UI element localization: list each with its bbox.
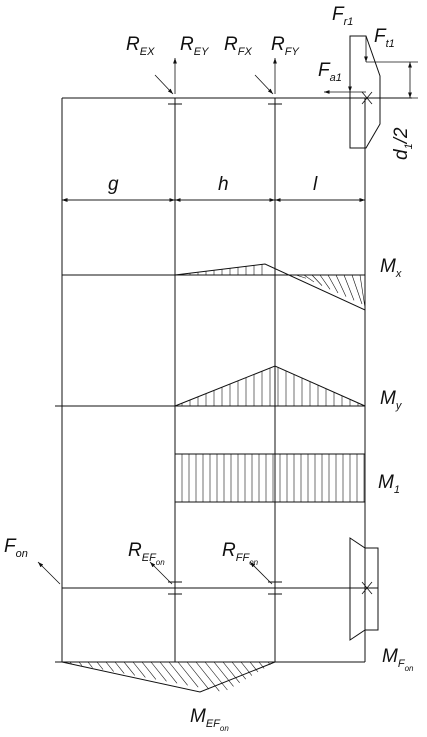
m1-label: M1 xyxy=(378,472,400,496)
mx-diagram xyxy=(174,263,366,311)
bearing-marks-top xyxy=(168,97,282,105)
bottom-force-arrows xyxy=(37,561,273,585)
top-reaction-arrows xyxy=(154,58,277,95)
gear-top xyxy=(324,35,418,149)
rex-label: REX xyxy=(126,34,155,58)
mef-on-label: MEFon xyxy=(190,706,229,733)
fon-label: Fon xyxy=(4,536,28,560)
fr1-label: Fr1 xyxy=(332,4,353,28)
rey-label: REY xyxy=(180,34,209,58)
rfx-label: RFX xyxy=(224,34,252,58)
ft1-label: Ft1 xyxy=(374,26,395,50)
rfy-label: RFY xyxy=(271,34,299,58)
dim-g-label: g xyxy=(108,174,119,195)
ref-on-label: REFon xyxy=(128,540,165,567)
my-label: My xyxy=(380,388,403,412)
gear-bottom xyxy=(349,537,379,641)
mx-label: Mx xyxy=(380,256,402,280)
my-diagram xyxy=(174,365,366,407)
frame-lines xyxy=(61,98,366,662)
d-half-label: d1/2 xyxy=(391,127,415,160)
m1-diagram xyxy=(174,453,366,503)
dim-l-label: l xyxy=(313,174,318,195)
dim-h-label: h xyxy=(218,174,229,195)
fa1-label: Fa1 xyxy=(318,60,342,84)
mf-on-label: MFon xyxy=(382,646,414,673)
mf-on-diagram xyxy=(61,661,276,693)
dimension-chain: g h l xyxy=(61,174,365,202)
rff-on-label: RFFon xyxy=(222,540,259,567)
